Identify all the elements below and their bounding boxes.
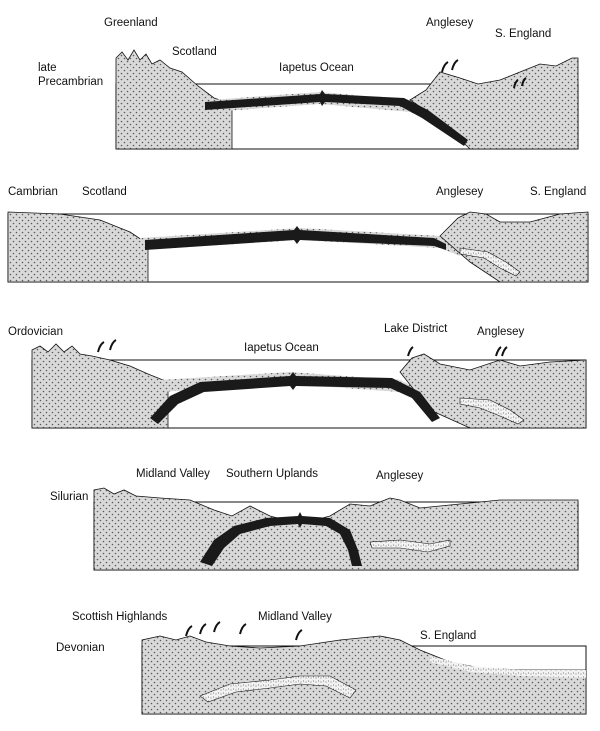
volcano-symbols xyxy=(441,59,527,89)
volcano-symbols xyxy=(185,621,303,641)
label-anglesey: Anglesey xyxy=(436,186,484,198)
panel-late-precambrian xyxy=(115,49,579,150)
label-anglesey: Anglesey xyxy=(477,326,525,338)
label-iapetus-ocean: Iapetus Ocean xyxy=(279,62,354,74)
left-continent xyxy=(31,343,169,429)
label-anglesey: Anglesey xyxy=(376,470,424,482)
era-line-1: Silurian xyxy=(50,491,89,503)
era-label-cambrian: Cambrian xyxy=(8,186,58,200)
panel-devonian xyxy=(141,621,587,715)
era-label-late-precambrian: late Precambrian xyxy=(38,62,103,89)
label-greenland: Greenland xyxy=(104,17,158,29)
label-lake-district: Lake District xyxy=(384,323,448,335)
label-midland-valley: Midland Valley xyxy=(136,468,210,480)
era-line-1: Devonian xyxy=(56,642,105,654)
melt-channel xyxy=(459,247,521,277)
era-line-2: Precambrian xyxy=(38,75,104,88)
panel-ordovician xyxy=(31,339,587,429)
era-label-devonian: Devonian xyxy=(56,642,105,656)
melt-channel xyxy=(369,539,451,553)
subducting-slab xyxy=(145,226,446,250)
era-line-1: Ordovician xyxy=(8,326,63,338)
panel-silurian xyxy=(93,487,579,571)
label-scotland: Scotland xyxy=(172,46,217,58)
label-scotland: Scotland xyxy=(82,186,127,198)
right-continent xyxy=(409,57,579,150)
label-s-england: S. England xyxy=(530,186,587,198)
label-s-england: S. England xyxy=(495,28,552,40)
left-continent xyxy=(7,211,149,283)
melt-channel xyxy=(459,397,525,425)
panel-cambrian xyxy=(7,211,589,283)
subducting-slab xyxy=(205,90,468,146)
era-label-silurian: Silurian xyxy=(50,491,88,505)
right-continent xyxy=(399,353,587,429)
label-iapetus-ocean: Iapetus Ocean xyxy=(244,342,319,354)
subducting-slab-arch xyxy=(200,512,362,566)
label-s-england: S. England xyxy=(420,630,477,642)
right-continent xyxy=(439,211,589,283)
label-midland-valley: Midland Valley xyxy=(258,611,332,623)
subducting-slab-left xyxy=(150,372,440,424)
era-label-ordovician: Ordovician xyxy=(8,326,63,340)
label-scottish-highlands: Scottish Highlands xyxy=(72,611,168,623)
label-anglesey: Anglesey xyxy=(426,17,474,29)
sediment-basin xyxy=(430,656,586,678)
label-southern-uplands: Southern Uplands xyxy=(226,468,319,480)
volcano-symbols xyxy=(97,339,508,357)
era-line-1: late xyxy=(38,62,57,74)
era-line-1: Cambrian xyxy=(8,186,58,198)
left-continent xyxy=(115,49,233,150)
melt-channel xyxy=(199,675,357,703)
